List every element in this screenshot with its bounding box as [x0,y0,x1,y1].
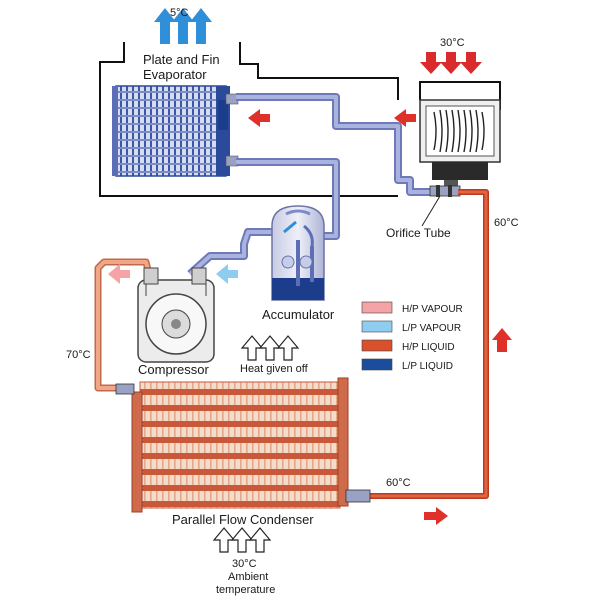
blower-fan [419,99,501,190]
evaporator-label-2: Evaporator [143,67,207,82]
flow-arrow-lp-vapour [216,264,238,284]
condenser-label: Parallel Flow Condenser [172,512,314,527]
legend-label: L/P VAPOUR [402,323,461,334]
condenser-outlet-temp: 60°C [386,477,411,489]
legend-item: L/P LIQUID [361,358,453,372]
legend-label: H/P LIQUID [402,342,455,353]
compressor-label: Compressor [138,362,209,377]
heat-given-off-label: Heat given off [240,363,309,375]
legend-label: L/P LIQUID [402,361,453,372]
legend-label: H/P VAPOUR [402,304,463,315]
flow-arrow-evaporator [248,109,270,127]
legend-swatch [361,339,393,352]
accumulator [271,205,325,301]
condenser [115,377,371,513]
cold-air-arrows [154,8,212,44]
flow-arrow-blower [394,109,416,127]
evaporator-label-1: Plate and Fin [143,52,220,67]
legend-item: L/P VAPOUR [361,320,461,334]
blower-air-temp: 30°C [440,37,465,49]
flow-arrow-liquid-up [492,328,512,352]
ambient-label-2: temperature [216,584,275,596]
legend: H/P VAPOUR L/P VAPOUR H/P LIQUID L/P LIQUID [361,301,463,372]
high-pressure-vapour-line [94,258,152,392]
warm-air-arrows [420,52,482,74]
ambient-label-1: Ambient [228,571,268,583]
evaporator [112,85,239,177]
legend-item: H/P VAPOUR [361,301,463,315]
legend-item: H/P LIQUID [361,339,455,353]
orifice-tube [429,185,461,197]
accumulator-label: Accumulator [262,307,335,322]
orifice-tube-label: Orifice Tube [386,226,451,240]
housing-outline [99,42,501,197]
legend-swatch [361,358,393,371]
ambient-temp: 30°C [232,558,257,570]
evaporator-air-temp: 5°C [170,7,189,19]
legend-swatch [361,301,393,314]
high-pressure-liquid-line [370,189,489,499]
compressor [137,267,215,363]
heat-arrows [240,335,300,361]
legend-swatch [361,320,393,333]
discharge-line-temp: 70°C [66,349,91,361]
liquid-line-temp: 60°C [494,217,519,229]
orifice-tube-leader [421,195,441,227]
ambient-air-arrows [212,527,272,553]
flow-arrow-hp-vapour [108,264,130,284]
flow-arrow-liquid-right [424,507,448,525]
